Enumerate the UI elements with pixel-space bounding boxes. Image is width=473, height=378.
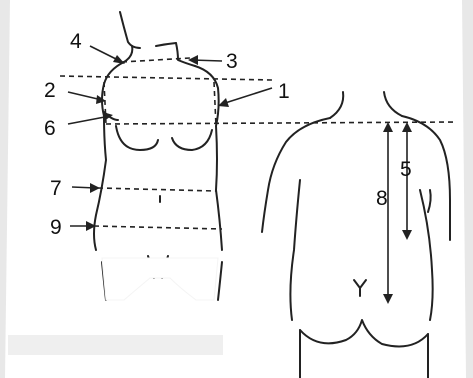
shadow-strip	[8, 335, 223, 355]
label-4: 4	[70, 30, 82, 53]
label-8: 8	[376, 187, 388, 210]
label-2: 2	[44, 79, 56, 102]
label-6: 6	[44, 117, 56, 140]
label-7: 7	[50, 177, 62, 200]
label-5: 5	[400, 158, 412, 181]
label-9: 9	[50, 216, 62, 239]
label-3: 3	[226, 50, 238, 73]
label-1: 1	[278, 80, 290, 103]
